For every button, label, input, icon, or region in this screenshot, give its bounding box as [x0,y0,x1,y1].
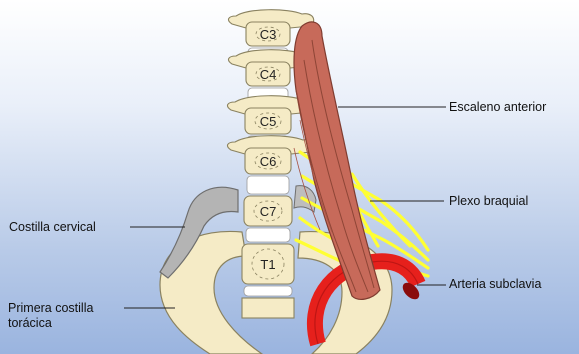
lower-disc [244,286,292,296]
label-costilla-cervical: Costilla cervical [9,220,96,235]
vertebra-t1: T1 [242,244,294,284]
vertebra-label: C4 [260,67,277,82]
label-primera-costilla-line1: Primera costilla [8,301,93,316]
label-arteria-subclavia: Arteria subclavia [449,277,541,292]
vertebra-label: C3 [260,27,277,42]
vertebra-label: T1 [260,257,275,272]
label-primera-costilla: Primera costilla torácica [8,301,93,331]
lower-vertebra-stub [242,298,294,318]
vertebra-c7: C7 [244,196,292,226]
vertebra-label: C5 [260,114,277,129]
intervertebral-disc [246,228,290,242]
label-escaleno-anterior: Escaleno anterior [449,100,546,115]
vertebra-label: C7 [260,204,277,219]
label-primera-costilla-line2: torácica [8,316,93,331]
vertebra-label: C6 [260,154,277,169]
label-plexo-braquial: Plexo braquial [449,194,528,209]
intervertebral-disc [247,176,289,194]
